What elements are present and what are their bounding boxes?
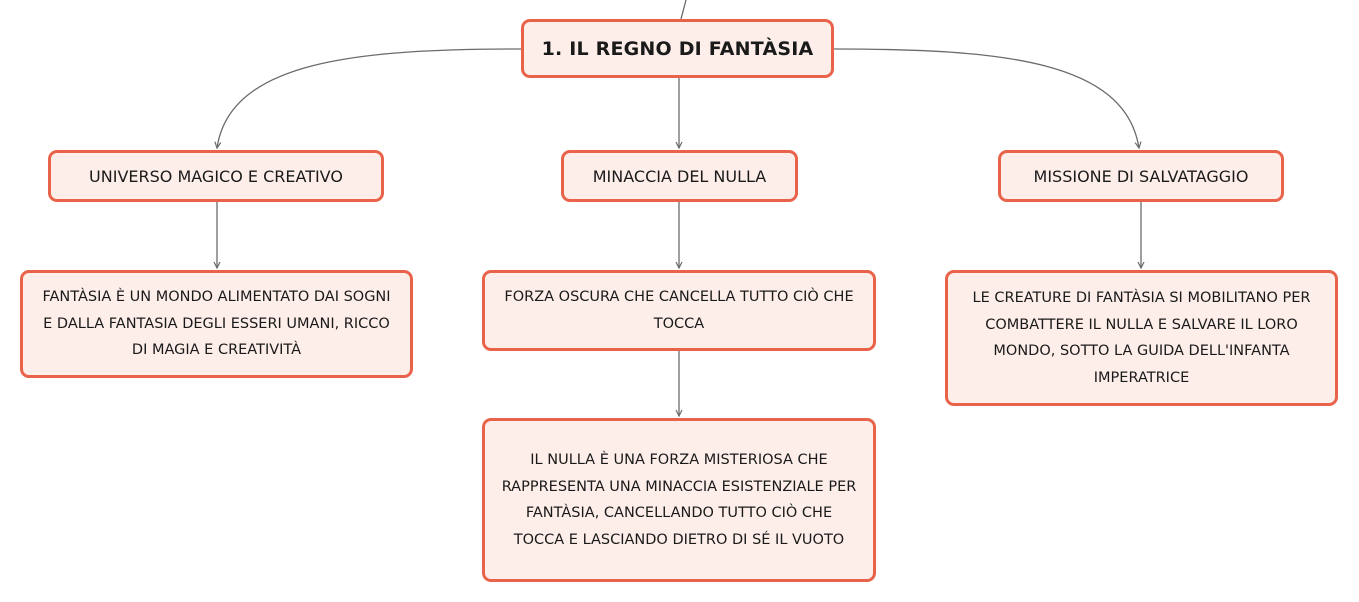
detail-topic-forza-oscura[interactable]: FORZA OSCURA CHE CANCELLA TUTTO CIÒ CHE … <box>482 270 876 351</box>
root-topic-label: 1. IL REGNO DI FANTÀSIA <box>541 37 814 60</box>
branch-topic-missione[interactable]: MISSIONE DI SALVATAGGIO <box>998 150 1284 202</box>
detail-topic-universo[interactable]: FANTÀSIA È UN MONDO ALIMENTATO DAI SOGNI… <box>20 270 413 378</box>
detail-topic-text: FORZA OSCURA CHE CANCELLA TUTTO CIÒ CHE … <box>504 289 854 332</box>
branch-topic-label: MISSIONE DI SALVATAGGIO <box>1033 166 1249 186</box>
connector-root-to-branch-1 <box>217 48 522 148</box>
detail-topic-text: LE CREATURE DI FANTÀSIA SI MOBILITANO PE… <box>972 290 1311 386</box>
detail-topic-text: FANTÀSIA È UN MONDO ALIMENTATO DAI SOGNI… <box>42 289 391 359</box>
connector-root-to-branch-3 <box>833 48 1139 148</box>
detail-topic-text: IL NULLA È UNA FORZA MISTERIOSA CHE RAPP… <box>501 452 857 548</box>
branch-topic-minaccia[interactable]: MINACCIA DEL NULLA <box>561 150 798 202</box>
detail-topic-creature[interactable]: LE CREATURE DI FANTÀSIA SI MOBILITANO PE… <box>945 270 1338 406</box>
root-topic[interactable]: 1. IL REGNO DI FANTÀSIA <box>521 19 834 78</box>
branch-topic-universo[interactable]: UNIVERSO MAGICO E CREATIVO <box>48 150 384 202</box>
branch-topic-label: UNIVERSO MAGICO E CREATIVO <box>89 166 343 186</box>
parent-connector <box>680 0 687 20</box>
detail-topic-nulla[interactable]: IL NULLA È UNA FORZA MISTERIOSA CHE RAPP… <box>482 418 876 582</box>
branch-topic-label: MINACCIA DEL NULLA <box>592 166 767 186</box>
